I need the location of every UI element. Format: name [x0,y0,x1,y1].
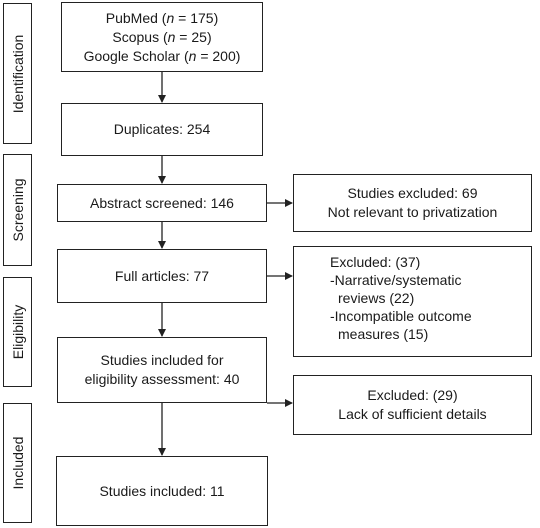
stage-eligibility: Eligibility [3,277,32,387]
excluded-2-title: Excluded: (37) [330,254,421,270]
eligibility-assessment-box: Studies included for eligibility assessm… [57,337,267,403]
excluded-box-1: Studies excluded: 69 Not relevant to pri… [293,174,532,232]
excluded-3-line-2: Lack of sufficient details [338,406,487,422]
excluded-box-3: Excluded: (29) Lack of sufficient detail… [293,375,532,435]
sources-box: PubMed (n = 175) Scopus (n = 25) Google … [61,2,263,72]
stage-identification: Identification [3,3,32,144]
source-scopus: Scopus (n = 25) [112,28,212,45]
studies-included-box: Studies included: 11 [56,456,268,526]
excluded-1-line-1: Studies excluded: 69 [347,185,478,201]
abstract-screened-text: Abstract screened: 146 [90,194,234,211]
excluded-3-line-1: Excluded: (29) [367,387,458,403]
eligibility-line-1: Studies included for [100,352,224,368]
full-articles-box: Full articles: 77 [57,249,267,303]
stage-included: Included [3,403,32,523]
stage-screening: Screening [3,154,32,266]
studies-included-text: Studies included: 11 [99,482,225,499]
duplicates-box: Duplicates: 254 [61,103,263,156]
duplicates-text: Duplicates: 254 [113,121,211,137]
excluded-1-line-2: Not relevant to privatization [327,204,498,220]
source-google-scholar: Google Scholar (n = 200) [83,47,241,64]
excluded-2-line-1: -Narrative/systematic [330,272,462,288]
excluded-2-line-4: measures (15) [338,326,429,342]
excluded-2-line-3: -Incompatible outcome [330,308,472,324]
abstract-screened-box: Abstract screened: 146 [57,184,267,222]
excluded-2-line-2: reviews (22) [338,290,415,306]
full-articles-text: Full articles: 77 [114,267,210,284]
excluded-box-2: Excluded: (37) -Narrative/systematic rev… [293,246,532,357]
source-pubmed: PubMed (n = 175) [105,9,219,26]
eligibility-line-2: eligibility assessment: 40 [84,371,240,387]
